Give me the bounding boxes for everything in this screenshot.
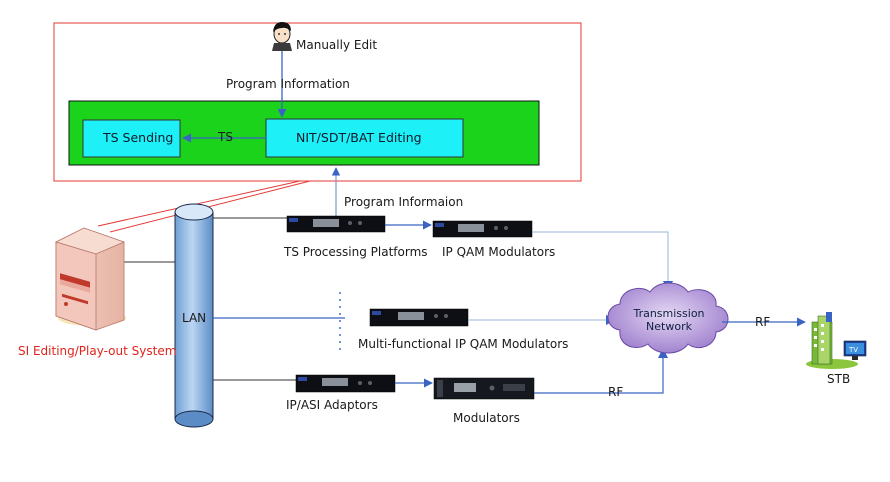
modulator-to-network-link bbox=[534, 354, 664, 394]
ip-asi-device bbox=[295, 374, 396, 393]
stb-building-icon bbox=[806, 312, 867, 369]
ip-asi-label: IP/ASI Adaptors bbox=[286, 398, 378, 412]
ts-sending-box bbox=[82, 119, 181, 158]
pc-tower-icon bbox=[54, 227, 126, 331]
ip-qam-label: IP QAM Modulators bbox=[442, 245, 556, 259]
manually-edit-label: Manually Edit bbox=[296, 38, 378, 52]
transmission-cloud bbox=[607, 282, 729, 354]
multi-ip-qam-device bbox=[369, 308, 469, 327]
nit-sdt-bat-box bbox=[265, 118, 464, 158]
ts-processing-device bbox=[286, 215, 386, 233]
ip-qam-device bbox=[432, 220, 533, 238]
nit-sdt-bat-label: NIT/SDT/BAT Editing bbox=[296, 130, 422, 145]
lan-cylinder bbox=[174, 203, 214, 428]
ipqam-to-network-link bbox=[532, 231, 669, 285]
editor-frame bbox=[53, 22, 582, 182]
program-information-label: Program Information bbox=[226, 77, 350, 91]
modulator-device bbox=[433, 377, 535, 400]
ts-processing-label: TS Processing Platforms bbox=[284, 245, 428, 259]
tv-badge-label: TV bbox=[849, 346, 859, 354]
transmission-network-line2: Network bbox=[646, 320, 692, 333]
ts-sending-label: TS Sending bbox=[103, 130, 174, 145]
rf-label-bottom: RF bbox=[608, 385, 624, 399]
multi-ip-qam-label: Multi-functional IP QAM Modulators bbox=[358, 337, 569, 351]
si-system-label: SI Editing/Play-out System bbox=[18, 344, 177, 358]
callout-line-right bbox=[109, 180, 311, 233]
program-informaion-label: Program Informaion bbox=[344, 195, 464, 209]
transmission-network-line1: Transmission bbox=[633, 307, 705, 320]
callout-line-left bbox=[97, 180, 301, 227]
modulators-label: Modulators bbox=[453, 411, 520, 425]
lan-label: LAN bbox=[182, 311, 207, 325]
stb-label: STB bbox=[827, 372, 851, 386]
transmission-network-label: Transmission Network bbox=[614, 307, 724, 333]
rf-label-top: RF bbox=[755, 315, 771, 329]
person-icon bbox=[272, 22, 292, 51]
ts-label: TS bbox=[218, 130, 233, 144]
